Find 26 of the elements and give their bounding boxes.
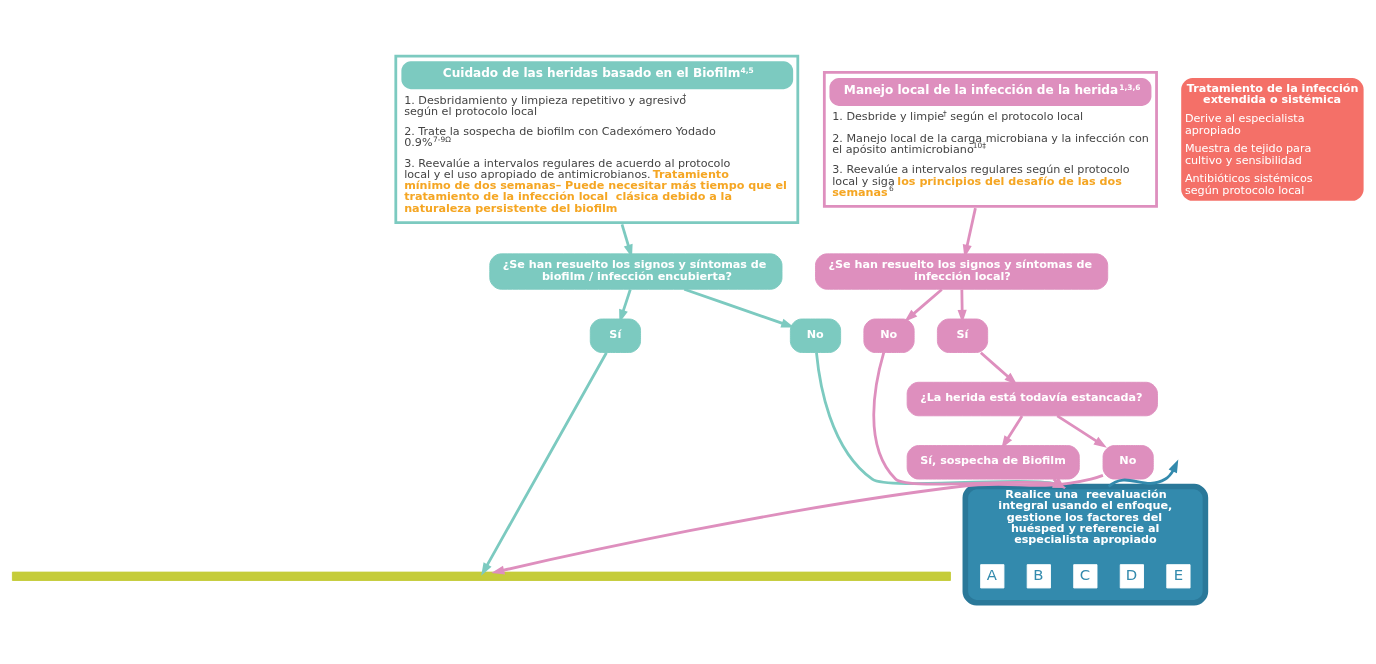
node-box: B — [1026, 563, 1051, 588]
arrow — [683, 287, 795, 327]
arrow — [904, 287, 943, 322]
node-box: A — [980, 563, 1005, 588]
arrow — [481, 351, 608, 576]
arrow — [815, 352, 1067, 488]
node-box: No — [789, 318, 842, 353]
arrow — [1056, 414, 1107, 448]
node-box: No — [863, 318, 915, 353]
node-box: ¿Se han resuelto los signos y síntomas de biofilm / infección encubierta? — [489, 252, 783, 290]
node-box: C — [1073, 563, 1098, 588]
node-box: Sí — [936, 318, 989, 353]
node-box: Sí, sospecha de Biofilm — [906, 444, 1080, 480]
node-box: D — [1119, 563, 1144, 588]
node-box: Sí — [589, 318, 641, 353]
node-box: No — [1102, 444, 1154, 480]
arrow — [1001, 414, 1024, 449]
node-box: ¿La herida está todavía estancada? — [906, 381, 1158, 416]
node-bar — [11, 571, 951, 581]
node-box: E — [1166, 563, 1191, 588]
arrow — [872, 351, 1067, 488]
arrow — [1107, 459, 1179, 488]
node-box: ¿Se han resuelto los signos y síntomas de infección local? — [815, 252, 1109, 290]
arrow — [491, 473, 1104, 575]
node-box: Tratamiento de la infección extendida o sistémica Derive al especialista apropiado Muestra de tejido para cultivo y sensibilidad Antibióticos sistémicos según protocolo local — [1181, 77, 1364, 201]
arrow — [979, 351, 1018, 385]
